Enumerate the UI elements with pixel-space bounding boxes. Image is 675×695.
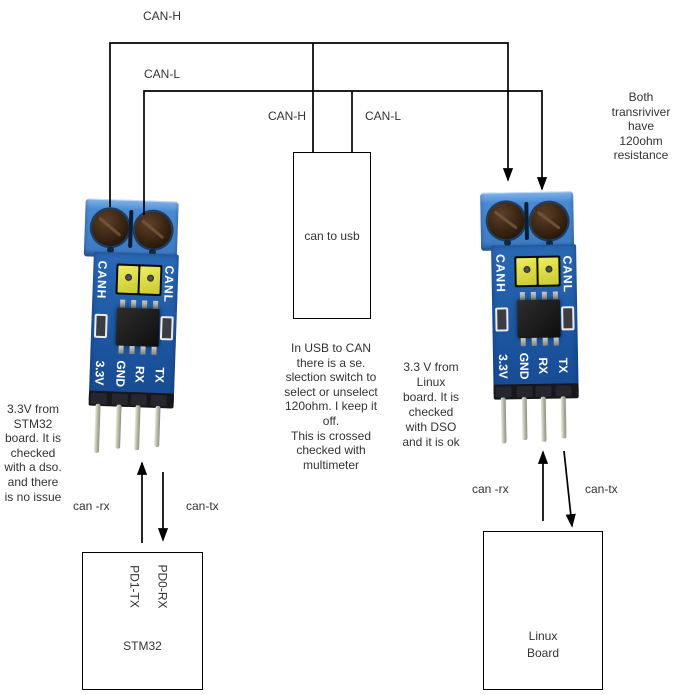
pcb: CANH CANL 3.3V GND RX TX xyxy=(491,244,579,396)
canl-terminal-screw xyxy=(530,202,568,240)
right-can-rx-label: can -rx xyxy=(472,482,509,496)
header-socket xyxy=(535,385,552,397)
canh-terminal-screw xyxy=(91,208,130,247)
chip-pin xyxy=(118,345,124,354)
chip-pin xyxy=(151,346,157,355)
canl-silkscreen: CANL xyxy=(161,265,177,304)
chip-pin xyxy=(140,346,146,355)
chip-pin xyxy=(519,292,526,301)
pin-label-rx: RX xyxy=(536,357,551,375)
pin-label-gnd: GND xyxy=(516,352,532,380)
pin-gnd xyxy=(521,397,528,441)
canl-tap-label: CAN-L xyxy=(365,109,402,123)
chip-pin xyxy=(520,338,526,347)
linux-power-note: 3.3 V from Linux board. It is checked wi… xyxy=(402,360,460,449)
terminal-divider xyxy=(128,209,134,249)
pin-header xyxy=(88,390,175,409)
chip-pin xyxy=(531,337,537,346)
pin-gnd xyxy=(115,404,122,449)
can-transceiver-chip xyxy=(115,307,160,347)
pin-rx xyxy=(540,396,547,442)
usb-switch-note: In USB to CAN there is a se. slection sw… xyxy=(284,341,378,472)
can-transceiver-module-right: CANH CANL 3.3V GND RX TX xyxy=(478,187,583,459)
chip-pin xyxy=(541,291,548,300)
header-socket xyxy=(516,385,533,398)
pin-3v3 xyxy=(500,397,507,444)
resistor xyxy=(159,316,174,341)
pin-rx xyxy=(134,405,141,451)
screw-terminal-block xyxy=(480,191,575,251)
chip-pin xyxy=(141,300,148,309)
linux-board-box: Linux Board xyxy=(483,531,603,690)
can-transceiver-module-left: CANH CANL 3.3V GND RX TX xyxy=(74,194,183,467)
canl-bus-label: CAN-L xyxy=(144,67,181,81)
termination-jumper xyxy=(115,263,163,297)
can-to-usb-label: can to usb xyxy=(304,228,360,243)
canh-tap-label: CAN-H xyxy=(268,109,306,123)
can-to-usb-box: can to usb xyxy=(293,152,371,319)
header-socket xyxy=(150,394,167,407)
linux-board-label: Linux Board xyxy=(526,629,560,660)
header-socket xyxy=(555,385,572,397)
can-transceiver-chip xyxy=(517,299,561,339)
stm32-box: PD1-TX PD0-RX STM32 xyxy=(82,552,203,690)
pin-label-3v3: 3.3V xyxy=(92,360,108,386)
canh-bus-label: CAN-H xyxy=(143,9,181,23)
jumper-cell xyxy=(139,266,161,294)
jumper-cell xyxy=(117,265,139,294)
header-socket xyxy=(111,393,128,405)
right-can-tx-label: can-tx xyxy=(585,482,618,496)
screw-terminal-block xyxy=(83,198,179,260)
pcb: CANH CANL 3.3V GND RX TX xyxy=(88,251,179,405)
pin-label-gnd: GND xyxy=(113,360,129,388)
left-can-tx-label: can-tx xyxy=(186,499,219,513)
chip-pin xyxy=(119,299,126,308)
chip-pin xyxy=(129,345,135,355)
chip-pin xyxy=(542,337,548,346)
pin-3v3 xyxy=(93,403,101,453)
stm32-pd1-tx-pin-label: PD1-TX xyxy=(127,565,142,608)
left-can-rx-label: can -rx xyxy=(73,499,110,513)
pin-label-tx: TX xyxy=(152,367,167,383)
stm32-power-note: 3.3V from STM32 board. It is checked wit… xyxy=(4,402,62,504)
resistor xyxy=(561,306,575,331)
chip-pin xyxy=(530,291,537,300)
header-socket xyxy=(90,392,107,405)
jumper-cell xyxy=(516,257,537,286)
pin-label-tx: TX xyxy=(556,357,571,374)
canh-silkscreen: CANH xyxy=(94,260,110,300)
chip-pin xyxy=(552,291,559,300)
terminal-divider xyxy=(524,202,529,241)
canl-terminal-screw xyxy=(134,211,173,250)
termination-jumper xyxy=(514,255,561,288)
pin-header xyxy=(493,383,579,400)
header-socket xyxy=(130,394,147,406)
chip-pin xyxy=(553,337,559,346)
pin-label-rx: RX xyxy=(132,365,147,383)
pin-tx xyxy=(560,396,567,439)
resistor xyxy=(495,307,509,332)
chip-pin xyxy=(130,300,137,309)
chip-pin xyxy=(152,300,159,309)
stm32-label: STM32 xyxy=(123,639,162,653)
canh-silkscreen: CANH xyxy=(493,254,508,293)
jumper-cell xyxy=(538,257,559,285)
stm32-pd0-rx-pin-label: PD0-RX xyxy=(155,564,170,609)
canh-terminal-screw xyxy=(487,202,525,240)
canl-silkscreen: CANL xyxy=(560,255,575,294)
pin-tx xyxy=(154,405,161,448)
header-socket xyxy=(495,386,512,398)
pin-label-3v3: 3.3V xyxy=(495,354,511,379)
resistor xyxy=(93,313,108,339)
termination-note: Both transriviver have 120ohm resistance xyxy=(611,90,671,163)
right-can-tx-wire xyxy=(563,450,576,528)
